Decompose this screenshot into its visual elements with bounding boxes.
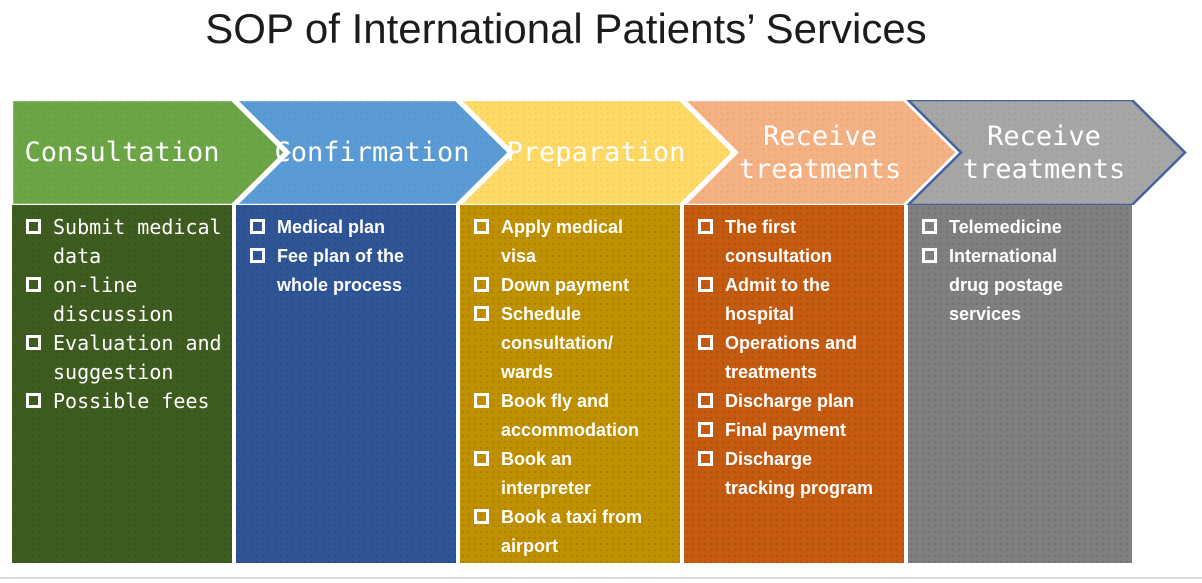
stage-arrow-texture bbox=[908, 100, 1185, 205]
checkbox-bullet-icon bbox=[698, 451, 713, 466]
list-item: Book a taxi from airport bbox=[474, 503, 680, 561]
list-item: Admit to the hospital bbox=[698, 271, 904, 329]
stage-panel: Apply medical visa Down payment Schedule… bbox=[460, 205, 680, 563]
list-item: Medical plan bbox=[250, 213, 456, 242]
checkbox-bullet-icon bbox=[26, 219, 41, 234]
list-item-text: International drug postage services bbox=[949, 246, 1064, 324]
checkbox-bullet-icon bbox=[474, 451, 489, 466]
checkbox-bullet-icon bbox=[26, 393, 41, 408]
list-item: Final payment bbox=[698, 416, 904, 445]
list-item: Operations and treatments bbox=[698, 329, 904, 387]
stage-panel: The first consultation Admit to the hosp… bbox=[684, 205, 904, 563]
list-item: Book an interpreter bbox=[474, 445, 680, 503]
checkbox-bullet-icon bbox=[698, 393, 713, 408]
list-item: Schedule consultation/ wards bbox=[474, 300, 680, 387]
checkbox-bullet-icon bbox=[474, 509, 489, 524]
process-arrow-band bbox=[12, 100, 1187, 205]
list-item-text: Operations and treatments bbox=[725, 333, 858, 382]
list-item-text: on-line discussion bbox=[53, 273, 174, 326]
checkbox-bullet-icon bbox=[250, 248, 265, 263]
list-item: on-line discussion bbox=[26, 271, 232, 329]
checkbox-bullet-icon bbox=[474, 219, 489, 234]
stage-arrow-texture bbox=[236, 100, 509, 205]
checkbox-bullet-icon bbox=[922, 219, 937, 234]
stage-panel: Medical plan Fee plan of the whole proce… bbox=[236, 205, 456, 563]
stage-arrow-texture bbox=[12, 100, 285, 205]
list-item-text: Telemedicine bbox=[949, 217, 1062, 237]
list-item: Submit medical data bbox=[26, 213, 232, 271]
checkbox-bullet-icon bbox=[698, 422, 713, 437]
checkbox-bullet-icon bbox=[26, 277, 41, 292]
checkbox-bullet-icon bbox=[474, 277, 489, 292]
checkbox-bullet-icon bbox=[26, 335, 41, 350]
list-item: Fee plan of the whole process bbox=[250, 242, 456, 300]
list-item-text: Schedule consultation/ wards bbox=[501, 304, 613, 382]
list-item-text: Book a taxi from airport bbox=[501, 507, 643, 556]
list-item-text: Discharge tracking program bbox=[725, 449, 874, 498]
list-item-text: Down payment bbox=[501, 275, 630, 295]
stage-panel: Submit medical data on-line discussion E… bbox=[12, 205, 232, 563]
checkbox-bullet-icon bbox=[698, 277, 713, 292]
list-item-text: Possible fees bbox=[53, 389, 210, 413]
list-item-text: Medical plan bbox=[277, 217, 386, 237]
list-item: International drug postage services bbox=[922, 242, 1132, 329]
list-item: Evaluation and suggestion bbox=[26, 329, 232, 387]
checkbox-bullet-icon bbox=[698, 219, 713, 234]
stage-panel: Telemedicine International drug postage … bbox=[908, 205, 1132, 563]
list-item: Possible fees bbox=[26, 387, 232, 416]
page-title: SOP of International Patients’ Services bbox=[205, 5, 927, 52]
list-item-text: Final payment bbox=[725, 420, 847, 440]
list-item: Discharge tracking program bbox=[698, 445, 904, 503]
list-item-text: Book an interpreter bbox=[501, 449, 592, 498]
list-item-text: Submit medical data bbox=[53, 215, 222, 268]
list-item: Apply medical visa bbox=[474, 213, 680, 271]
checkbox-bullet-icon bbox=[474, 393, 489, 408]
checkbox-bullet-icon bbox=[698, 335, 713, 350]
stage-arrow-texture bbox=[684, 100, 957, 205]
list-item: Telemedicine bbox=[922, 213, 1132, 242]
list-item: The first consultation bbox=[698, 213, 904, 271]
checkbox-bullet-icon bbox=[922, 248, 937, 263]
slide-bottom-edge bbox=[0, 577, 1202, 579]
list-item: Book fly and accommodation bbox=[474, 387, 680, 445]
checkbox-bullet-icon bbox=[474, 306, 489, 321]
list-item-text: Evaluation and suggestion bbox=[53, 331, 222, 384]
list-item-text: Fee plan of the whole process bbox=[277, 246, 405, 295]
list-item-text: Apply medical visa bbox=[501, 217, 624, 266]
stage-arrow-texture bbox=[460, 100, 733, 205]
checkbox-bullet-icon bbox=[250, 219, 265, 234]
list-item-text: Admit to the hospital bbox=[725, 275, 830, 324]
list-item-text: The first consultation bbox=[725, 217, 832, 266]
list-item: Discharge plan bbox=[698, 387, 904, 416]
list-item-text: Discharge plan bbox=[725, 391, 855, 411]
list-item: Down payment bbox=[474, 271, 680, 300]
list-item-text: Book fly and accommodation bbox=[501, 391, 640, 440]
